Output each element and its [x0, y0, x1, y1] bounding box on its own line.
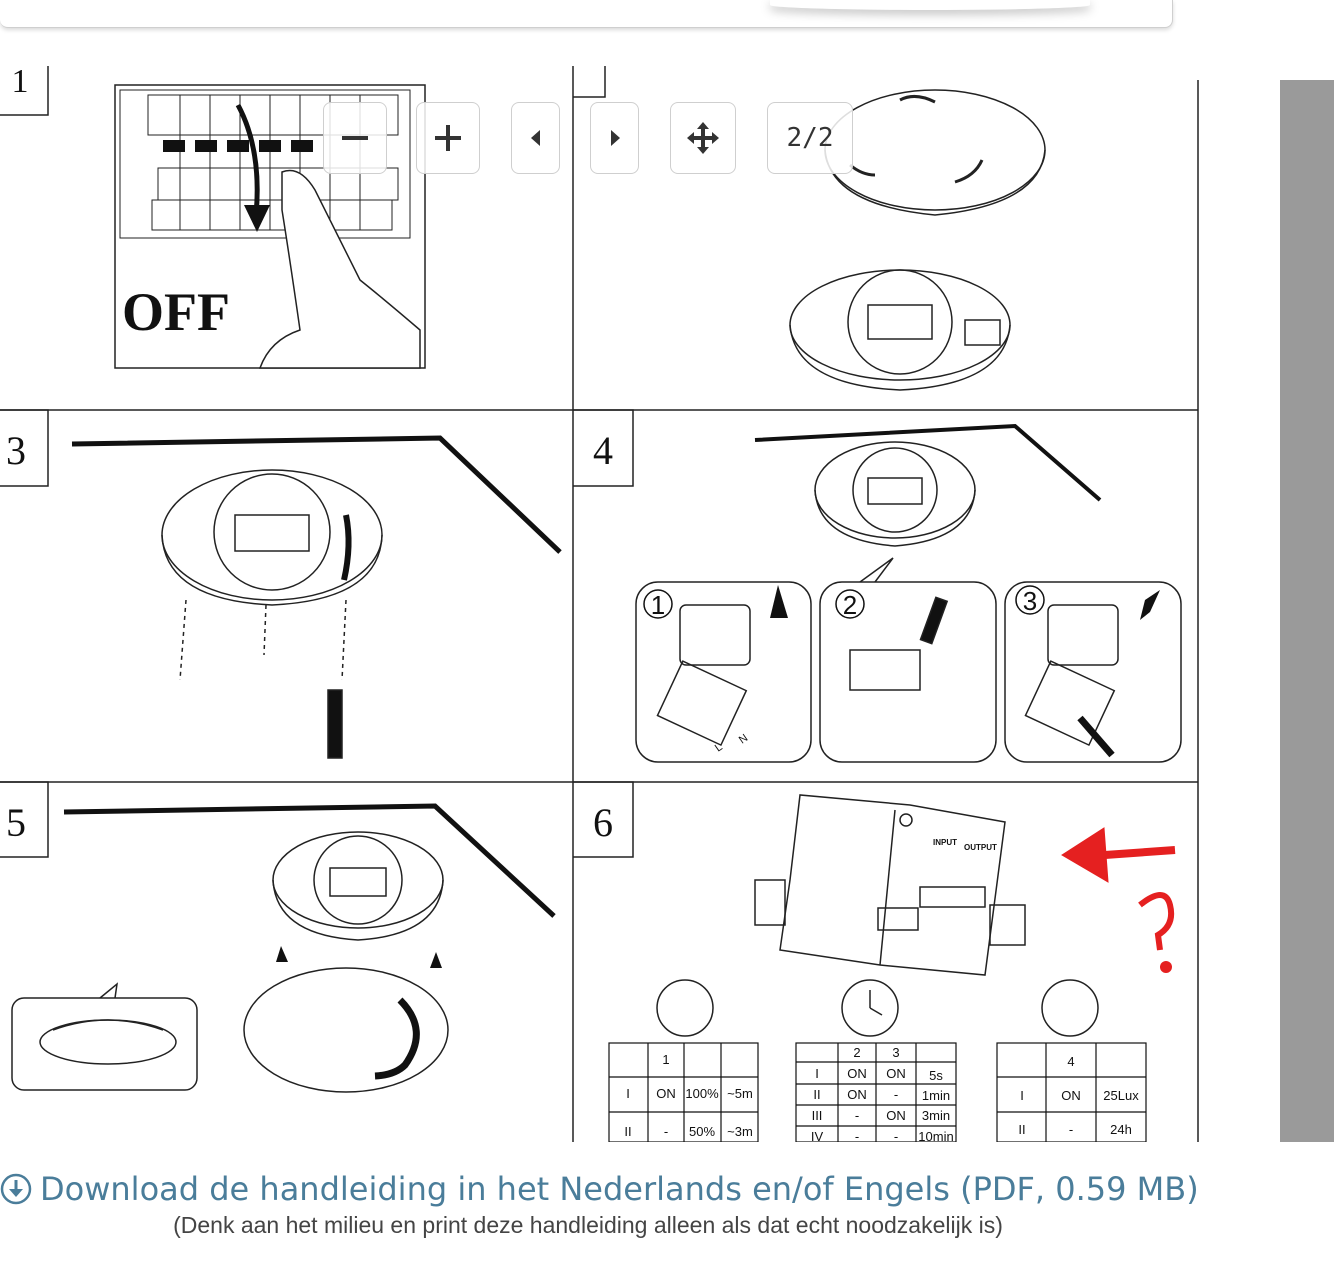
red-annotation	[1061, 827, 1176, 973]
svg-text:~3m: ~3m	[727, 1124, 753, 1139]
svg-text:I: I	[626, 1086, 630, 1101]
environment-note: (Denk aan het milieu en print deze handl…	[173, 1212, 1003, 1238]
svg-text:ON: ON	[847, 1087, 867, 1102]
svg-text:II: II	[624, 1124, 631, 1139]
step-number-6: 6	[593, 800, 613, 845]
svg-text:III: III	[812, 1108, 823, 1123]
svg-text:2: 2	[853, 1045, 860, 1060]
manual-page: 1 3 4 5 6 O	[0, 66, 1199, 1142]
svg-text:-: -	[855, 1129, 859, 1142]
panel-3-mounting	[71, 435, 562, 759]
pan-button[interactable]	[670, 102, 736, 174]
sub-step-2: 2	[843, 590, 857, 620]
previous-page-button[interactable]	[511, 102, 560, 174]
step-number-3: 3	[6, 428, 26, 473]
zoom-out-button[interactable]	[323, 102, 387, 174]
panel-4-wiring	[635, 423, 1182, 763]
svg-text:5s: 5s	[929, 1068, 943, 1083]
svg-text:II: II	[1018, 1122, 1025, 1137]
download-manual-link[interactable]: Download de handleiding in het Nederland…	[0, 1166, 1199, 1212]
panel-1-breaker	[114, 84, 426, 369]
table-light: 4 I ON 25Lux II - 24h	[996, 1042, 1147, 1142]
svg-text:ON: ON	[1061, 1088, 1081, 1103]
plus-icon	[435, 125, 461, 151]
svg-text:ON: ON	[886, 1066, 906, 1081]
svg-text:3min: 3min	[922, 1108, 950, 1123]
download-link-label: Download de handleiding in het Nederland…	[40, 1170, 1199, 1208]
svg-text:I: I	[1020, 1088, 1024, 1103]
zoom-in-button[interactable]	[416, 102, 480, 174]
svg-text:I: I	[815, 1066, 819, 1081]
svg-text:25Lux: 25Lux	[1103, 1088, 1139, 1103]
download-circle-icon	[0, 1173, 32, 1205]
caret-right-icon	[610, 130, 620, 146]
panel-5-cover	[11, 803, 556, 1093]
module-label-output: OUTPUT	[964, 843, 997, 852]
svg-text:-: -	[894, 1129, 898, 1142]
wire-label-l: L	[713, 741, 725, 754]
table-range: 1 I ON 100% ~5m II - 50% ~3m	[608, 1042, 759, 1142]
viewer-scrollbar[interactable]	[1280, 80, 1334, 1142]
move-icon	[687, 122, 719, 154]
sub-step-1: 1	[651, 590, 665, 620]
svg-text:ON: ON	[656, 1086, 676, 1101]
wire-label-n: N	[737, 732, 750, 746]
page-indicator: 2/2	[767, 102, 853, 174]
svg-text:-: -	[1069, 1122, 1073, 1137]
page-count-label: 2/2	[786, 123, 834, 153]
sub-step-labels: 1 2 3	[643, 585, 1045, 620]
top-card	[0, 0, 1173, 28]
top-card-shadow	[770, 0, 1090, 10]
svg-text:ON: ON	[886, 1108, 906, 1123]
sub-step-3: 3	[1023, 586, 1037, 616]
minus-icon	[342, 136, 368, 140]
svg-text:IV: IV	[811, 1129, 824, 1142]
svg-text:~5m: ~5m	[727, 1086, 753, 1101]
module-label-input: INPUT	[933, 838, 957, 847]
svg-text:3: 3	[892, 1045, 899, 1060]
caret-left-icon	[530, 130, 540, 146]
svg-text:1min: 1min	[922, 1088, 950, 1103]
pdf-viewer[interactable]: 1 3 4 5 6 O	[0, 66, 1280, 1142]
svg-text:100%: 100%	[685, 1086, 719, 1101]
panel-grid	[0, 66, 1199, 1142]
svg-text:50%: 50%	[689, 1124, 715, 1139]
step-number-5: 5	[6, 800, 26, 845]
step-number-4: 4	[593, 428, 613, 473]
svg-text:1: 1	[12, 66, 29, 100]
table-time: 2 3 I ON ON 5s II ON - 1min III - ON 3mi…	[795, 1042, 957, 1142]
svg-text:ON: ON	[847, 1066, 867, 1081]
svg-text:-: -	[664, 1124, 668, 1139]
svg-text:1: 1	[662, 1052, 669, 1067]
svg-text:-: -	[894, 1087, 898, 1102]
svg-text:4: 4	[1067, 1054, 1074, 1069]
panel-6-sensor	[656, 794, 1099, 1037]
off-label: OFF	[122, 282, 230, 342]
svg-text:24h: 24h	[1110, 1122, 1132, 1137]
svg-text:-: -	[855, 1108, 859, 1123]
svg-text:10min: 10min	[918, 1129, 953, 1142]
next-page-button[interactable]	[590, 102, 639, 174]
svg-text:II: II	[813, 1087, 820, 1102]
